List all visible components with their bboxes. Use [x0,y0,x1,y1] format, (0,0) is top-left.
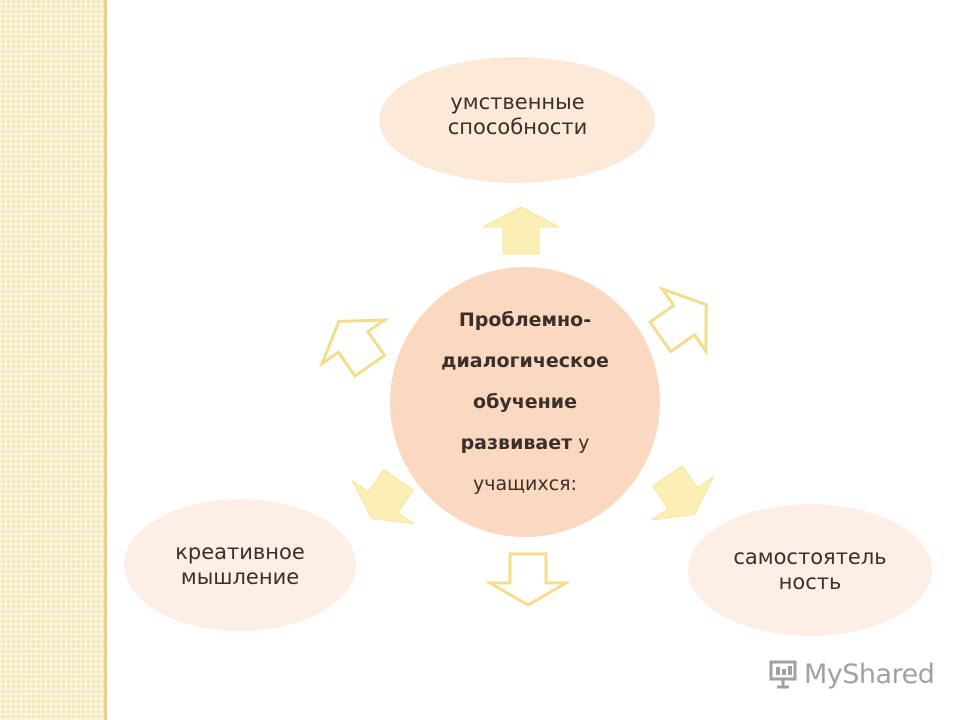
arrow-lower-right [651,464,715,521]
decorative-side-strip [0,0,104,720]
center-line-2: диалогическое [441,350,609,372]
center-line-4-bold: развивает [460,432,573,454]
center-line-5: учащихся: [473,473,577,495]
arrow-lower-left [351,468,415,525]
center-line-4-rest: у [572,432,590,454]
center-label: Проблемно- диалогическое обучение развив… [395,300,655,505]
presentation-icon [769,660,797,689]
arrow-up [482,206,560,255]
arrow-upper-right [647,286,708,356]
watermark: MyShared [768,656,935,692]
node-right-label: самостоятель ность [733,545,887,594]
node-top-ellipse [379,57,655,183]
arrow-upper-left [318,318,390,379]
node-top-label: умственные способности [447,90,588,139]
center-line-4: развивает у [395,423,655,464]
center-line-1: Проблемно- [458,309,592,331]
side-strip-edge [104,0,107,720]
node-right-ellipse [688,504,932,636]
node-left-label: креативное мышление [175,540,305,589]
center-circle [390,267,660,537]
center-line-3: обучение [473,391,577,413]
watermark-text: MyShared [804,658,935,690]
node-left-ellipse [124,499,356,631]
arrow-down [484,552,572,607]
